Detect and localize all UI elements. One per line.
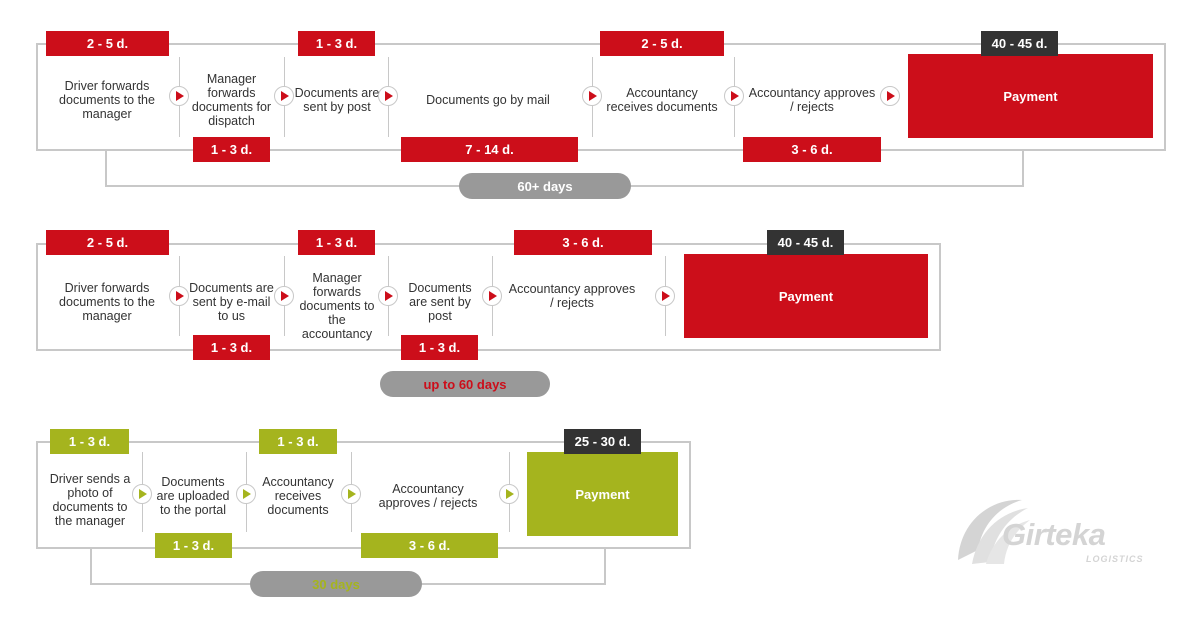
play-arrow-icon xyxy=(724,86,744,106)
row1-step-2: Manager forwards documents for dispatch xyxy=(191,72,272,128)
play-arrow-icon xyxy=(236,484,256,504)
play-arrow-icon xyxy=(169,286,189,306)
row3-payment-box: Payment xyxy=(527,452,678,536)
play-arrow-icon xyxy=(274,286,294,306)
logo-name: Girteka xyxy=(1002,517,1106,552)
row3-step-2: Documents are uploaded to the portal xyxy=(156,475,230,517)
play-arrow-icon xyxy=(341,484,361,504)
play-arrow-icon xyxy=(655,286,675,306)
play-arrow-icon xyxy=(169,86,189,106)
row3-duration-tag: 1 - 3 d. xyxy=(155,533,232,558)
row2-step-2: Documents are sent by e-mail to us xyxy=(189,281,274,323)
row1-payment-box: Payment xyxy=(908,54,1153,138)
row3-duration-tag: 1 - 3 d. xyxy=(259,429,337,454)
girteka-swoosh-icon xyxy=(958,499,1030,564)
row1-step-4: Documents go by mail xyxy=(426,93,550,107)
row1-step-5: Accountancy receives documents xyxy=(606,86,718,114)
play-arrow-icon xyxy=(499,484,519,504)
row1-step-3: Documents are sent by post xyxy=(294,86,380,114)
row3-total-pill: 30 days xyxy=(250,571,422,597)
logo-subtitle: LOGISTICS xyxy=(1086,554,1144,564)
row1-duration-tag: 1 - 3 d. xyxy=(298,31,375,56)
row1-duration-tag: 2 - 5 d. xyxy=(600,31,724,56)
row2-step-5: Accountancy approves / rejects xyxy=(508,282,636,310)
row1-duration-tag: 7 - 14 d. xyxy=(401,137,578,162)
row3-step-1: Driver sends a photo of documents to the… xyxy=(49,472,131,528)
row1-step-6: Accountancy approves / rejects xyxy=(748,86,876,114)
row2-payment-box: Payment xyxy=(684,254,928,338)
row2-duration-tag: 2 - 5 d. xyxy=(46,230,169,255)
play-arrow-icon xyxy=(378,86,398,106)
row1-duration-tag: 3 - 6 d. xyxy=(743,137,881,162)
row2-duration-tag: 3 - 6 d. xyxy=(514,230,652,255)
row3-duration-tag: 3 - 6 d. xyxy=(361,533,498,558)
row2-duration-tag: 1 - 3 d. xyxy=(193,335,270,360)
row3-duration-tag: 1 - 3 d. xyxy=(50,429,129,454)
row1-step-1: Driver forwards documents to the manager xyxy=(59,79,155,121)
play-arrow-icon xyxy=(482,286,502,306)
row3-step-4: Accountancy approves / rejects xyxy=(378,482,478,510)
play-arrow-icon xyxy=(880,86,900,106)
row1-duration-tag: 2 - 5 d. xyxy=(46,31,169,56)
row3-step-3: Accountancy receives documents xyxy=(262,475,334,517)
row3-payment-duration-tag: 25 - 30 d. xyxy=(564,429,641,454)
play-arrow-icon xyxy=(582,86,602,106)
row2-duration-tag: 1 - 3 d. xyxy=(401,335,478,360)
row2-step-3: Manager forwards documents to the accoun… xyxy=(299,271,375,341)
row2-total-pill: up to 60 days xyxy=(380,371,550,397)
row2-step-1: Driver forwards documents to the manager xyxy=(59,281,155,323)
row1-payment-duration-tag: 40 - 45 d. xyxy=(981,31,1058,56)
row1-duration-tag: 1 - 3 d. xyxy=(193,137,270,162)
row1-total-pill: 60+ days xyxy=(459,173,631,199)
play-arrow-icon xyxy=(378,286,398,306)
play-arrow-icon xyxy=(132,484,152,504)
play-arrow-icon xyxy=(274,86,294,106)
row2-duration-tag: 1 - 3 d. xyxy=(298,230,375,255)
row2-step-4: Documents are sent by post xyxy=(408,281,472,323)
row2-payment-duration-tag: 40 - 45 d. xyxy=(767,230,844,255)
